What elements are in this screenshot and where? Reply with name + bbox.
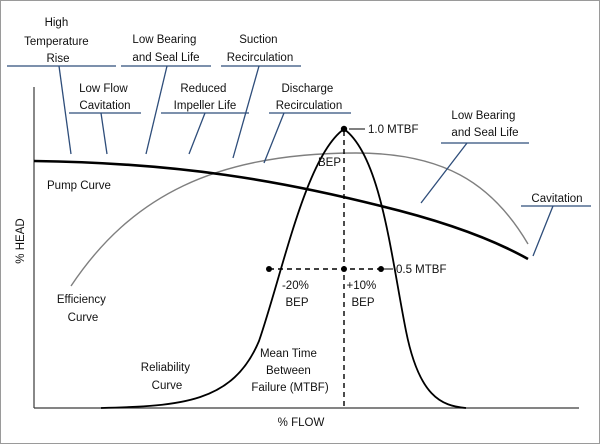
label-mtbf-curve: Mean Time Between Failure (MTBF): [251, 348, 328, 394]
label-high-temp: High Temperature Rise: [24, 17, 92, 65]
leader-low-bearing-right-drop: [420, 142, 468, 204]
leader-discharge-recirc-drop: [263, 112, 285, 164]
leader-high-temp-drop: [58, 65, 72, 155]
y-axis-label: % HEAD: [15, 218, 27, 263]
region-leaders: [7, 65, 591, 257]
label-mtbf-high: 1.0 MTBF: [368, 124, 418, 136]
label-reliability-curve: Reliability Curve: [141, 362, 193, 392]
label-plus-10: +10% BEP: [347, 280, 380, 309]
label-bep: BEP: [318, 157, 341, 169]
label-suction-recirc: Suction Recirculation: [227, 34, 293, 64]
pump-curve: [33, 159, 529, 261]
leader-suction-recirc-drop: [232, 65, 260, 159]
efficiency-curve: [70, 152, 529, 287]
mtbf-curve: [100, 127, 467, 409]
leader-reduced-impeller-drop: [188, 112, 206, 155]
leader-cavitation-drop: [532, 205, 554, 257]
label-reduced-impeller: Reduced Impeller Life: [174, 83, 237, 112]
minus-20-point: [266, 266, 272, 272]
leader-low-bearing-left-drop: [145, 65, 168, 155]
label-discharge-recirc: Discharge Recirculation: [276, 83, 342, 112]
leader-low-flow-cav-drop: [100, 112, 108, 155]
label-efficiency-curve: Efficiency Curve: [57, 294, 109, 324]
label-mtbf-half: 0.5 MTBF: [396, 264, 446, 276]
label-low-bearing-left: Low Bearing and Seal Life: [132, 34, 199, 64]
plus-10-point: [378, 266, 384, 272]
label-cavitation: Cavitation: [531, 193, 582, 205]
label-pump-curve: Pump Curve: [47, 180, 111, 192]
label-minus-20: -20% BEP: [282, 280, 312, 309]
label-low-flow-cav: Low Flow Cavitation: [79, 83, 131, 112]
x-axis-label: % FLOW: [278, 417, 325, 429]
bep-half-point: [341, 266, 347, 272]
label-low-bearing-right: Low Bearing and Seal Life: [451, 110, 518, 139]
bep-peak-point: [340, 125, 348, 133]
